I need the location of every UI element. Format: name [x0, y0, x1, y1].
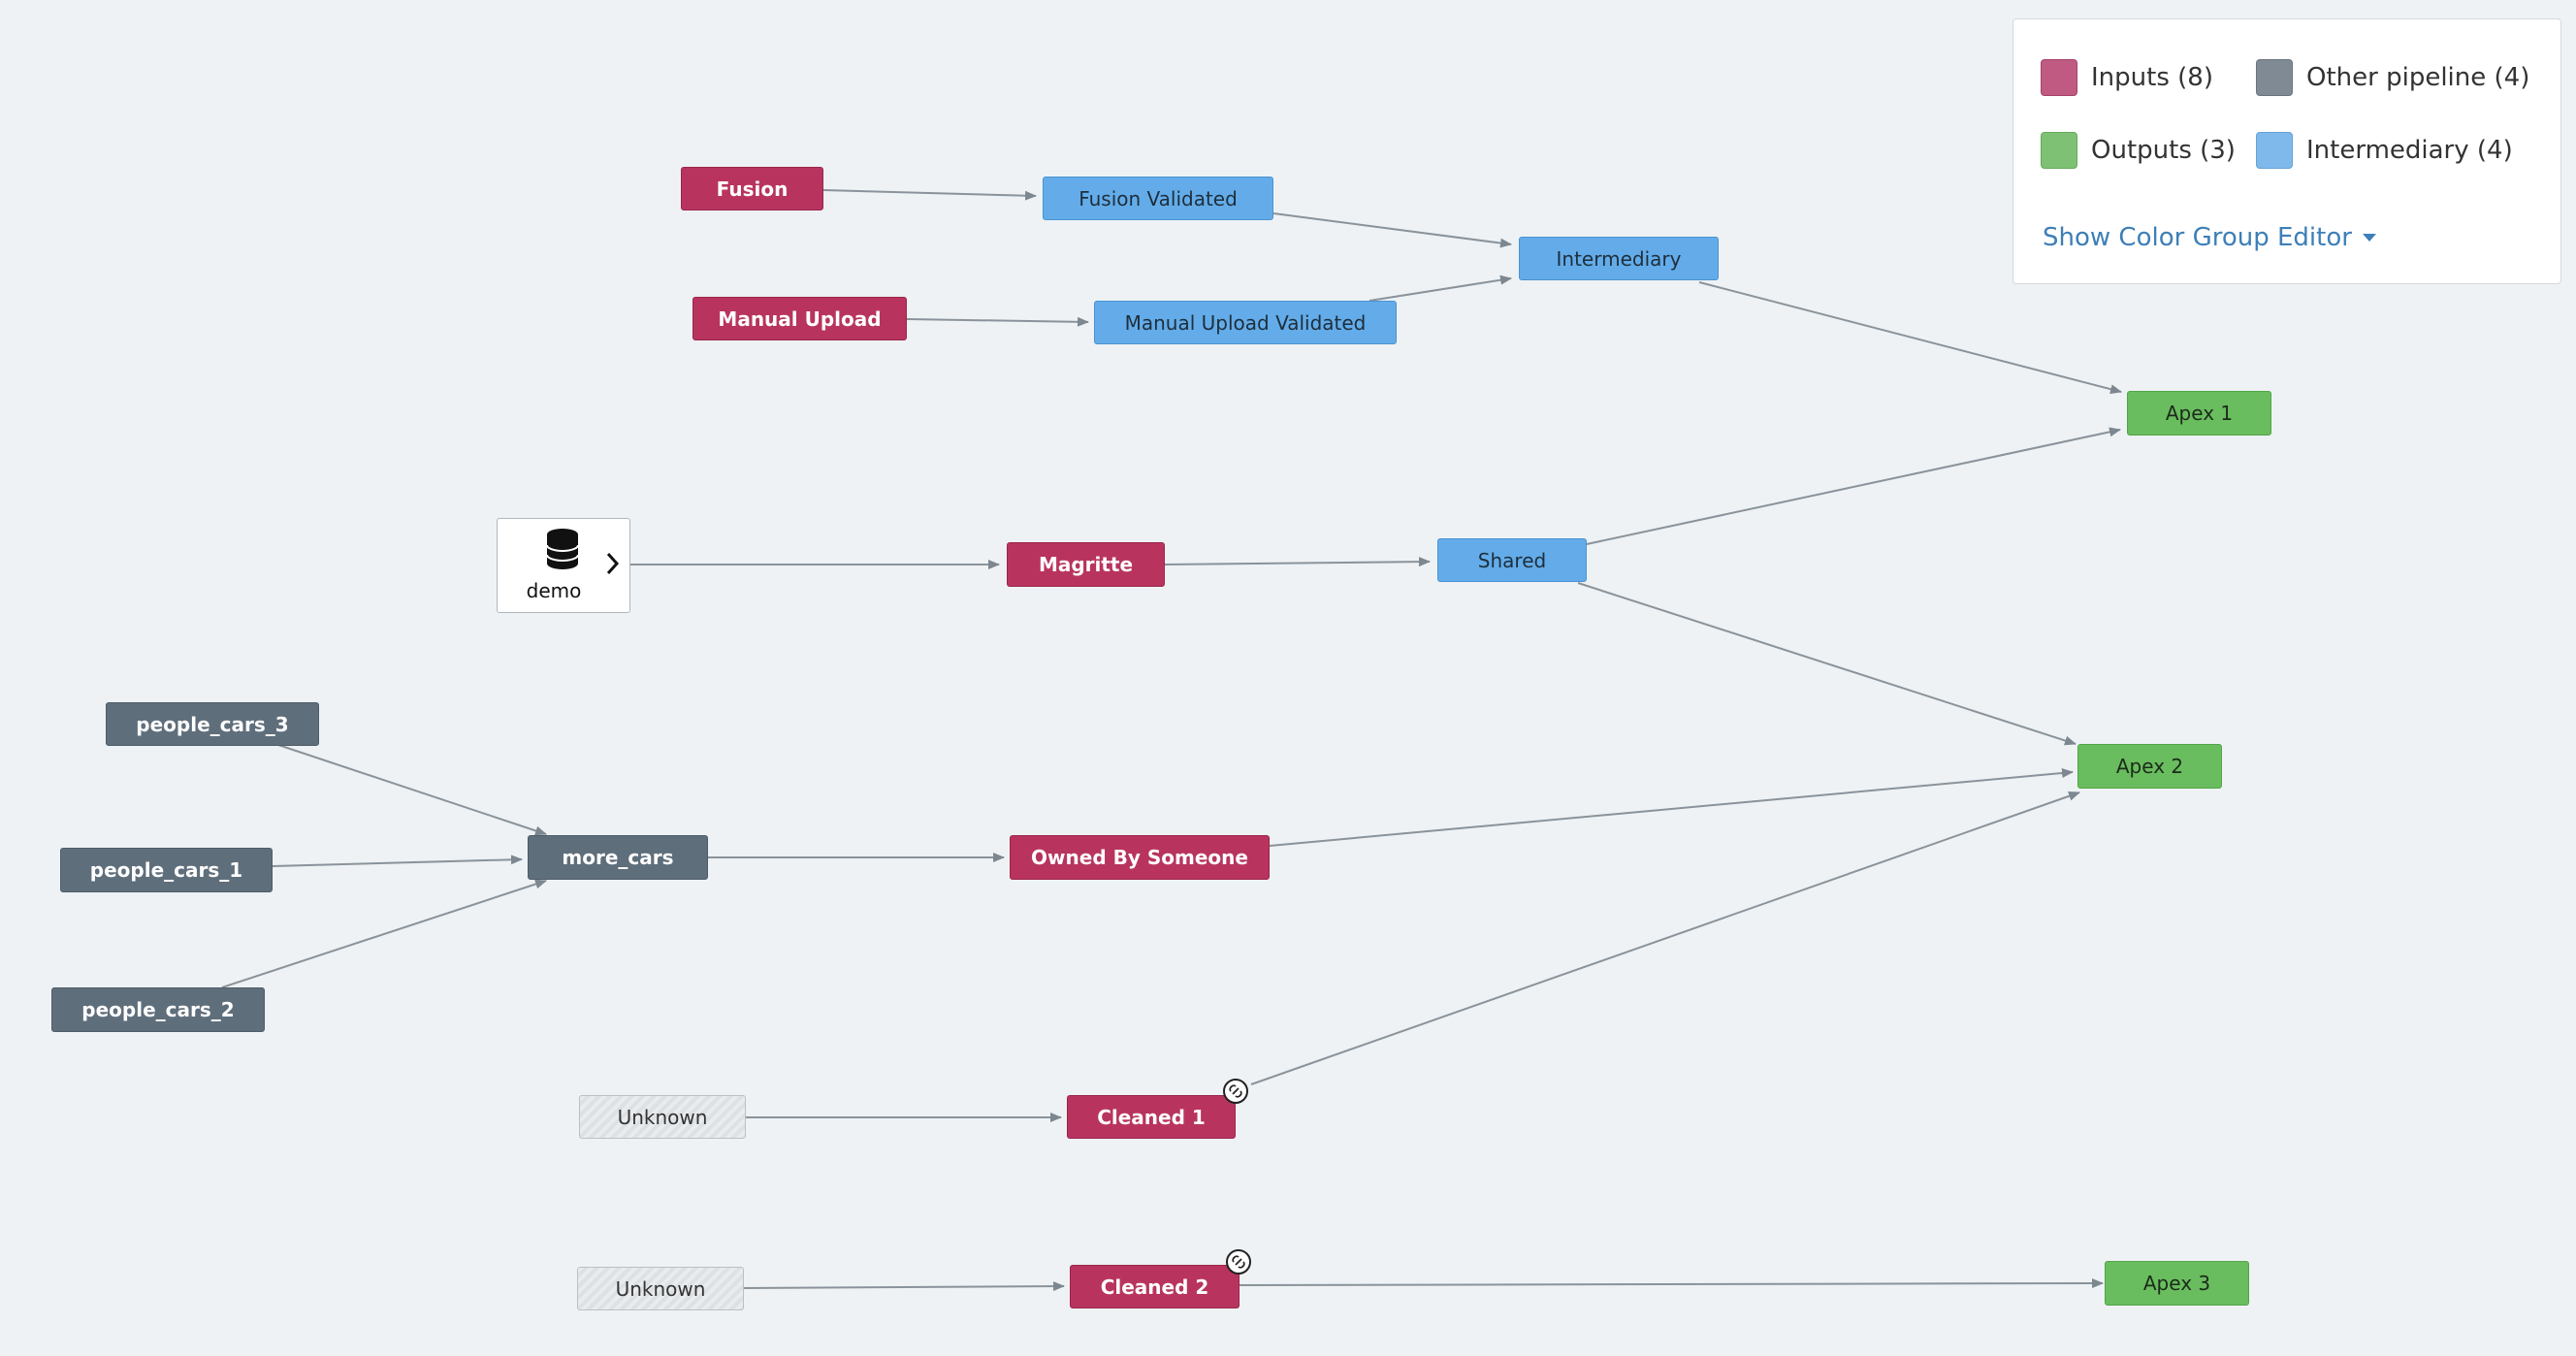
node-label: Apex 3 [2142, 1272, 2211, 1295]
node-apex2[interactable]: Apex 2 [2077, 744, 2222, 789]
node-intermediary[interactable]: Intermediary [1519, 237, 1719, 280]
node-magritte[interactable]: Magritte [1007, 542, 1165, 587]
edge-unknown2-cleaned2 [743, 1281, 1065, 1292]
node-label: Manual Upload Validated [1124, 310, 1367, 335]
edge-manual-upload-manual-upload-validated [906, 316, 1089, 327]
chevron-right-icon[interactable] [606, 552, 620, 575]
edge-people-cars-1-more-cars [272, 855, 523, 867]
edge-shared-apex1 [1586, 427, 2121, 545]
edge-manual-upload-validated-intermediary [1368, 274, 1512, 302]
node-label: Cleaned 2 [1100, 1275, 1209, 1299]
edge-cleaned1-apex2 [1250, 791, 2080, 1085]
node-label: Owned By Someone [1031, 846, 1248, 869]
node-label: Apex 1 [2165, 402, 2234, 425]
node-manual-upload[interactable]: Manual Upload [692, 297, 907, 340]
node-label: Cleaned 1 [1097, 1105, 1206, 1129]
node-apex1[interactable]: Apex 1 [2127, 391, 2271, 436]
node-label: Shared [1477, 548, 1547, 572]
node-label: people_cars_1 [89, 858, 243, 882]
node-label: Unknown [617, 1105, 708, 1129]
node-more-cars[interactable]: more_cars [528, 835, 708, 880]
caret-down-icon [2362, 234, 2376, 242]
node-label: Fusion [716, 177, 789, 201]
node-owned-by-someone[interactable]: Owned By Someone [1010, 835, 1270, 880]
legend-item-inputs[interactable]: Inputs (8) [2041, 59, 2213, 96]
node-label: Intermediary [1556, 246, 1682, 271]
legend-label: Intermediary (4) [2306, 136, 2513, 165]
database-icon [546, 529, 579, 569]
edge-people-cars-2-more-cars [221, 879, 547, 988]
edge-magritte-shared [1164, 557, 1431, 567]
node-unknown-2[interactable]: Unknown [577, 1267, 744, 1310]
node-manual-upload-validated[interactable]: Manual Upload Validated [1094, 301, 1397, 344]
node-cleaned-2[interactable]: Cleaned 2 [1070, 1265, 1240, 1308]
edge-owned-by-someone-apex2 [1269, 768, 2074, 847]
edge-fusion-validated-intermediary [1272, 212, 1512, 248]
legend-item-outputs[interactable]: Outputs (3) [2041, 132, 2236, 169]
edge-fusion-fusion-validated [822, 189, 1037, 201]
data-source-label: demo [526, 579, 582, 602]
node-label: Unknown [615, 1276, 706, 1301]
node-label: Apex 2 [2115, 755, 2184, 778]
node-unknown-1[interactable]: Unknown [579, 1095, 746, 1139]
legend-label: Inputs (8) [2091, 63, 2213, 92]
node-people-cars-3[interactable]: people_cars_3 [106, 702, 319, 746]
edge-shared-apex2 [1577, 582, 2077, 746]
node-label: people_cars_2 [81, 998, 235, 1021]
link-icon[interactable] [1223, 1079, 1248, 1104]
legend-label: Other pipeline (4) [2306, 63, 2530, 92]
show-color-group-editor-button[interactable]: Show Color Group Editor [2043, 223, 2379, 252]
node-label: Manual Upload [718, 307, 882, 331]
legend-swatch [2041, 59, 2077, 96]
node-cleaned-1[interactable]: Cleaned 1 [1067, 1095, 1236, 1139]
node-fusion[interactable]: Fusion [681, 167, 823, 210]
edge-people-cars-3-more-cars [277, 744, 547, 836]
legend-swatch [2041, 132, 2077, 169]
data-source-demo[interactable]: demo [497, 518, 630, 613]
node-people-cars-1[interactable]: people_cars_1 [60, 848, 273, 892]
node-label: people_cars_3 [136, 712, 289, 736]
legend-item-intermediary[interactable]: Intermediary (4) [2256, 132, 2513, 169]
node-label: more_cars [562, 846, 674, 869]
edge-cleaned2-apex3 [1239, 1278, 2104, 1289]
edge-intermediary-apex1 [1698, 281, 2122, 395]
node-label: Magritte [1038, 553, 1134, 576]
legend-swatch [2256, 59, 2293, 96]
legend-label: Outputs (3) [2091, 136, 2236, 165]
legend-item-other-pipeline[interactable]: Other pipeline (4) [2256, 59, 2529, 96]
link-icon[interactable] [1226, 1249, 1251, 1275]
node-label: Fusion Validated [1079, 186, 1238, 210]
node-people-cars-2[interactable]: people_cars_2 [51, 987, 265, 1032]
node-shared[interactable]: Shared [1437, 538, 1587, 582]
show-editor-label: Show Color Group Editor [2043, 223, 2352, 252]
legend-swatch [2256, 132, 2293, 169]
node-fusion-validated[interactable]: Fusion Validated [1043, 177, 1273, 220]
node-apex3[interactable]: Apex 3 [2105, 1261, 2249, 1306]
color-legend: Inputs (8) Other pipeline (4) Outputs (3… [2012, 18, 2561, 284]
